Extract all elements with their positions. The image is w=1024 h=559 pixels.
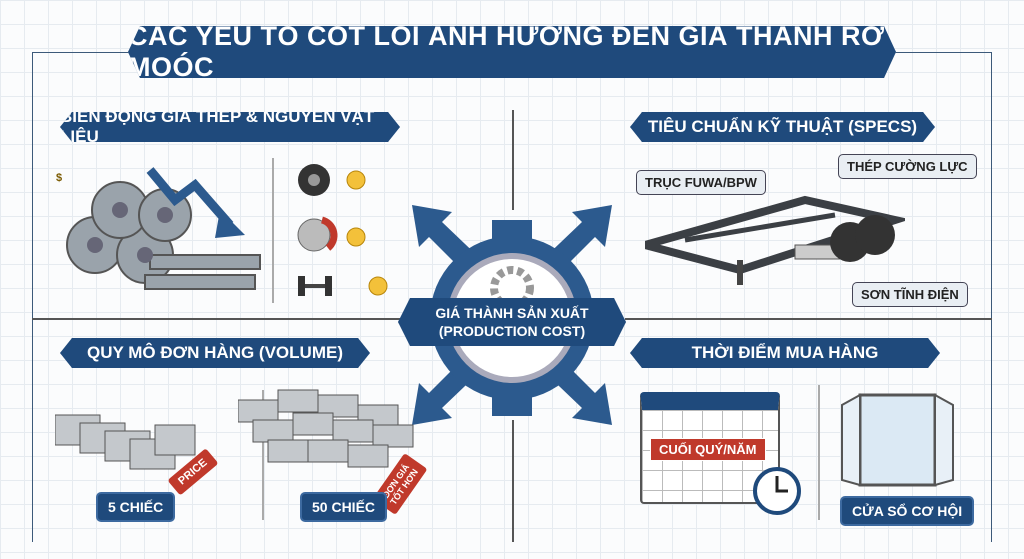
five-trailers-icon <box>55 414 196 470</box>
brake-disc-icon <box>297 218 331 252</box>
spec-label-paint: SƠN TĨNH ĐIỆN <box>852 282 968 307</box>
divider <box>818 385 820 520</box>
materials-heading: BIẾN ĐỘNG GIÁ THÉP & NGUYÊN VẬT LIỆU <box>60 112 400 142</box>
steel-coils-beams-icon <box>66 167 261 290</box>
spec-label-steel: THÉP CƯỜNG LỰC <box>838 154 977 179</box>
divider <box>262 390 264 520</box>
axle-icon <box>300 284 330 288</box>
fifty-units-badge: 50 CHIẾC <box>300 492 388 522</box>
center-line1: GIÁ THÀNH SẢN XUẤT <box>435 305 589 321</box>
center-line2: (PRODUCTION COST) <box>438 323 586 339</box>
fifty-trailers-icon <box>238 389 414 468</box>
open-window-icon <box>841 393 954 487</box>
parts-icons <box>297 164 388 296</box>
page-title: CÁC YẾU TỐ CỐT LÕI ẢNH HƯỞNG ĐẾN GIÁ THÀ… <box>128 26 896 78</box>
coin-label: $ <box>56 172 63 184</box>
five-units-badge: 5 CHIẾC <box>96 492 176 522</box>
calendar-label: CUỐI QUÝ/NĂM <box>650 438 766 461</box>
volume-heading: QUY MÔ ĐƠN HÀNG (VOLUME) <box>60 338 370 368</box>
divider <box>512 420 514 542</box>
divider <box>32 318 402 320</box>
trailer-chassis-icon <box>645 195 905 285</box>
divider <box>512 110 514 210</box>
window-badge: CỬA SỔ CƠ HỘI <box>840 496 975 526</box>
spec-label-axle: TRỤC FUWA/BPW <box>636 170 766 195</box>
timing-heading: THỜI ĐIỂM MUA HÀNG <box>630 338 940 368</box>
divider <box>272 158 274 303</box>
specs-heading: TIÊU CHUẨN KỸ THUẬT (SPECS) <box>630 112 935 142</box>
center-label: GIÁ THÀNH SẢN XUẤT (PRODUCTION COST) <box>398 298 626 346</box>
divider <box>625 318 992 320</box>
clock-icon <box>753 467 801 515</box>
